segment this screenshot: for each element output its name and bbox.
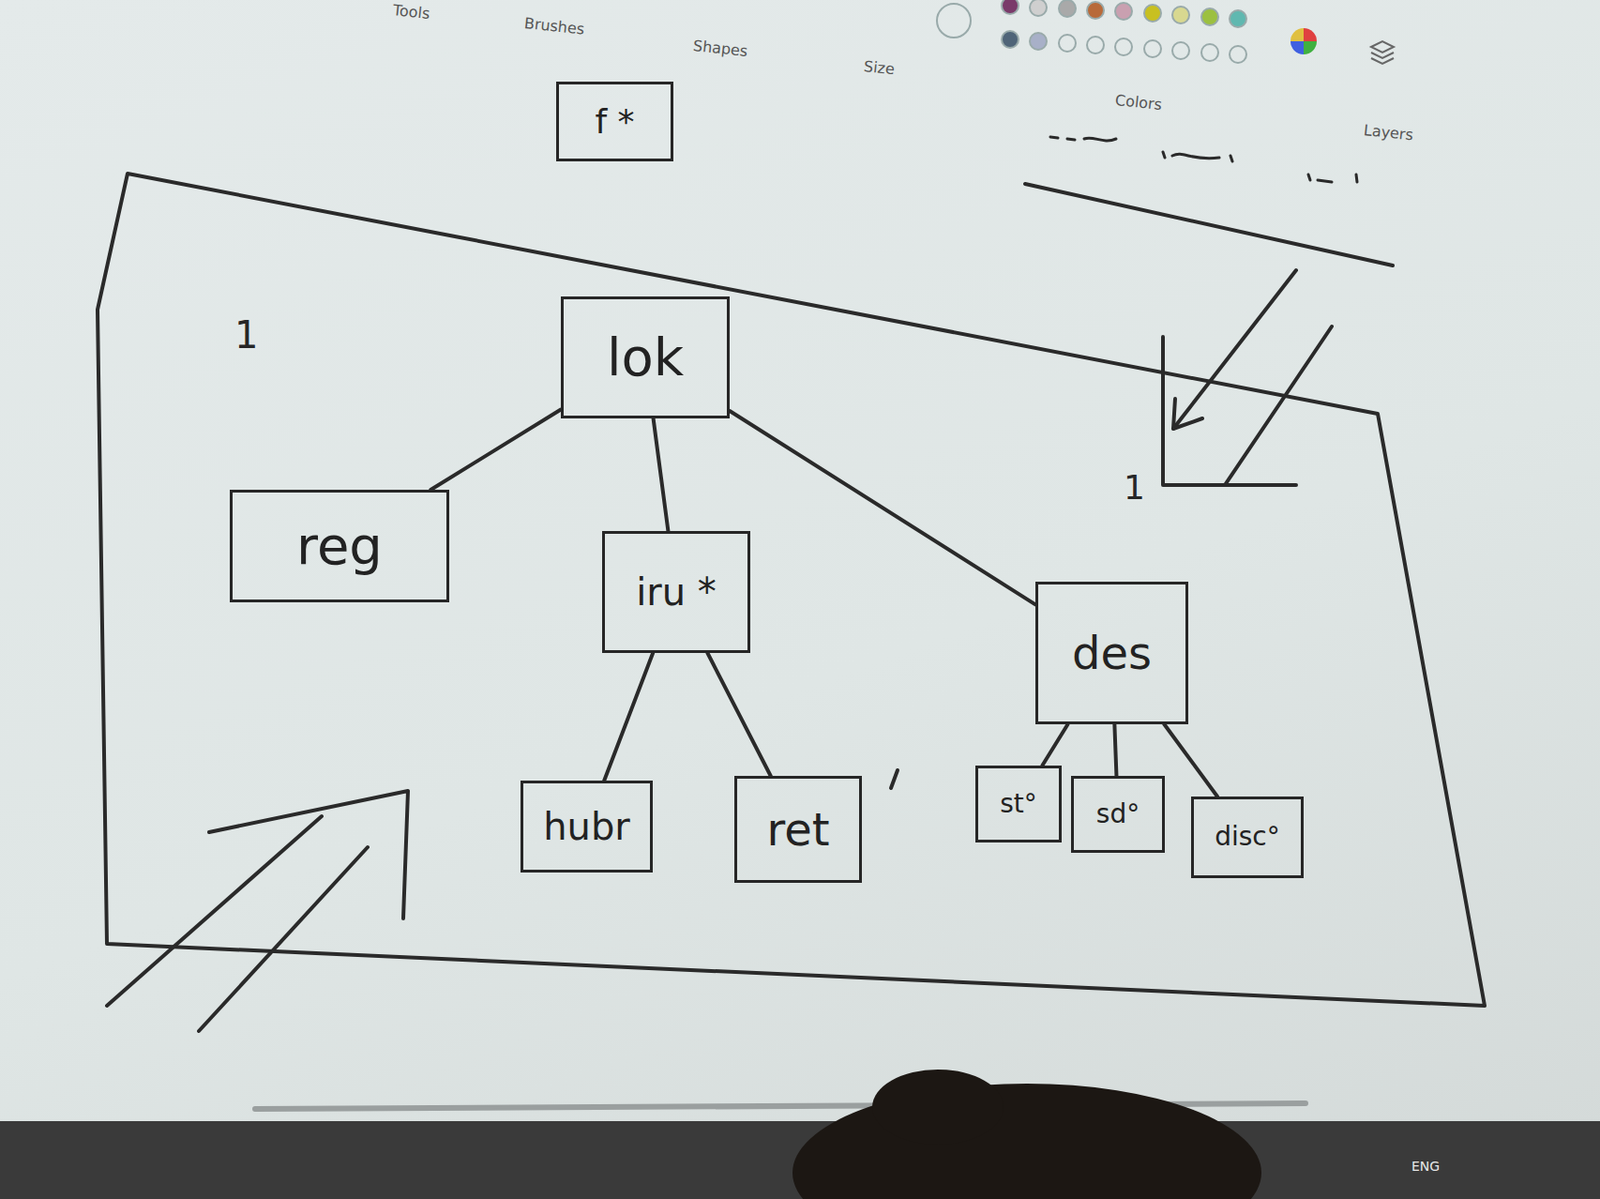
tally-mark: 1: [234, 314, 258, 356]
toolbar-label: Colors: [1114, 91, 1163, 114]
leaf-box: hubr: [520, 780, 653, 873]
color-circle: [1229, 10, 1247, 28]
wheel-segment: [1303, 28, 1317, 42]
pointer-box: f *: [556, 81, 674, 162]
color-circle: [1144, 4, 1162, 22]
scribble-mark: [1162, 151, 1233, 162]
node-text: des: [1071, 628, 1152, 679]
node-text: iru *: [635, 571, 717, 613]
node-text: lok: [606, 328, 684, 387]
wheel-segment: [1290, 41, 1304, 55]
sketch-line: [1025, 183, 1393, 266]
viewer-head: [792, 1083, 1262, 1199]
child-box: reg: [229, 489, 450, 603]
color-circle: [1201, 44, 1219, 61]
toolbar-label: Brushes: [523, 15, 586, 38]
corner-bracket: [209, 790, 408, 919]
leaf-box: disc°: [1191, 796, 1304, 878]
node-text: disc°: [1214, 822, 1281, 852]
child-box: des: [1035, 581, 1189, 725]
color-circle: [1115, 2, 1133, 20]
tree-connector: [1041, 724, 1068, 766]
viewer-hair: [872, 1069, 1004, 1145]
color-circle: [1086, 1, 1104, 19]
sketch-line: [1224, 326, 1332, 485]
color-circle: [1086, 36, 1104, 54]
color-circle: [1172, 42, 1190, 60]
leaf-box: sd°: [1071, 775, 1165, 853]
scribble: [1050, 136, 1358, 182]
layer-shape: [1371, 52, 1394, 59]
node-text: ret: [766, 804, 830, 855]
layer-shape: [1371, 58, 1394, 64]
leaf-box: st°: [975, 765, 1062, 843]
tree-connector: [1163, 724, 1218, 797]
tally-mark: 1: [1123, 468, 1146, 507]
node-text: reg: [296, 516, 383, 575]
layers-icon: [1371, 41, 1394, 64]
toolbar-label: Tools: [392, 1, 431, 23]
tree-connector: [1114, 724, 1117, 776]
leaf-box: ret: [734, 775, 862, 883]
enclosure-outline: [97, 173, 1485, 1006]
color-circle: [1001, 30, 1019, 48]
color-circle: [936, 3, 971, 38]
node-text: f *: [594, 103, 634, 141]
color-circle: [1058, 0, 1076, 17]
tree-connector: [707, 652, 770, 776]
color-circle: [1001, 0, 1019, 15]
node-text: st°: [999, 789, 1038, 819]
wheel-segment: [1303, 41, 1317, 55]
color-wheel: [1290, 28, 1317, 55]
arrow-head: [1173, 398, 1203, 429]
color-circle: [1172, 6, 1190, 24]
sketch-line: [106, 815, 322, 1006]
tree-connector: [653, 418, 669, 531]
child-box: iru *: [602, 530, 751, 653]
toolbar-label: Size: [862, 58, 896, 78]
sketch-line: [198, 846, 368, 1031]
node-text: sd°: [1096, 800, 1140, 830]
tree-connector: [729, 410, 1036, 604]
scribble-mark: [1308, 174, 1358, 182]
bracket-mark: [558, 73, 674, 166]
taskbar-label: ENG: [1411, 1159, 1440, 1174]
root-box: lok: [560, 296, 730, 419]
layer-shape: [1371, 41, 1394, 53]
color-circle: [1058, 34, 1076, 52]
toolbar-label: Layers: [1362, 121, 1415, 144]
node-text: hubr: [543, 805, 631, 847]
color-circle: [1144, 40, 1162, 58]
color-circle: [1201, 8, 1219, 26]
color-circle: [1029, 32, 1047, 50]
color-circle: [1115, 38, 1133, 56]
tree-connector: [430, 408, 561, 490]
tree-connector: [603, 652, 653, 781]
toolbar-label: Shapes: [692, 37, 749, 61]
color-palette: [936, 0, 1247, 63]
wheel-segment: [1290, 28, 1304, 42]
color-circle: [1229, 45, 1247, 63]
color-circle: [1029, 0, 1047, 16]
scribble-mark: [1050, 136, 1117, 141]
pen-mark: [890, 769, 898, 788]
